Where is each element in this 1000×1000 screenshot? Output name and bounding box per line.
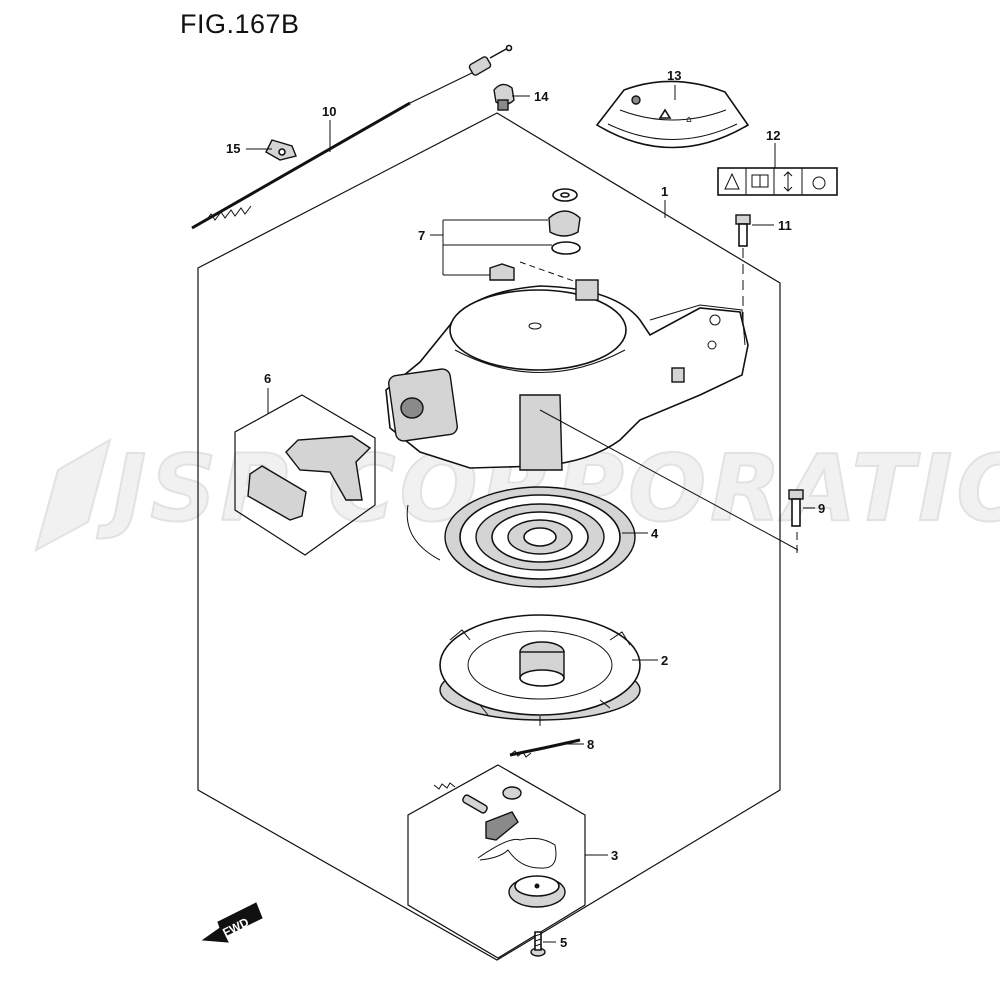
callout-6: 6	[264, 371, 271, 386]
figure-title: FIG.167B	[180, 9, 300, 39]
part-6-outline	[234, 394, 376, 556]
callout-3: 3	[611, 848, 618, 863]
part-4-spring	[406, 486, 636, 588]
watermark-logo-icon	[34, 437, 112, 552]
part-2-reel	[439, 614, 641, 726]
part-5-screw	[530, 931, 546, 957]
callout-8: 8	[587, 737, 594, 752]
svg-text:⌂: ⌂	[686, 115, 692, 125]
assembly-outline	[197, 112, 781, 961]
part-3-kit	[433, 782, 566, 908]
part-15-clip	[265, 139, 297, 161]
callout-14: 14	[534, 89, 549, 104]
rope-start-icon	[812, 176, 826, 190]
part-10-cable	[191, 44, 513, 230]
part-3-outline	[407, 764, 586, 959]
up-down-arrow-icon	[783, 171, 793, 192]
warning-triangle-icon	[724, 172, 740, 190]
fwd-direction-marker: FWD	[201, 902, 263, 943]
callout-11: 11	[778, 218, 792, 233]
callout-4: 4	[651, 526, 659, 541]
callout-5: 5	[560, 935, 567, 950]
callout-10: 10	[322, 104, 336, 119]
callout-12: 12	[766, 128, 780, 143]
part-1-housing	[385, 279, 799, 551]
part-7-set	[489, 188, 586, 286]
callout-13: 13	[667, 68, 681, 83]
callouts: 10 15 14 13 12 1 11 7 6 9 4	[226, 68, 825, 950]
callout-7: 7	[418, 228, 425, 243]
part-13-decal: ⌂	[595, 80, 750, 149]
callout-1: 1	[661, 184, 668, 199]
callout-15: 15	[226, 141, 240, 156]
part-6-handle	[247, 435, 372, 521]
part-8-rope	[509, 738, 581, 758]
part-9-bolt	[788, 489, 804, 555]
callout-9: 9	[818, 501, 825, 516]
part-12-label	[717, 167, 838, 196]
part-14-knob	[493, 83, 515, 111]
callout-2: 2	[661, 653, 668, 668]
